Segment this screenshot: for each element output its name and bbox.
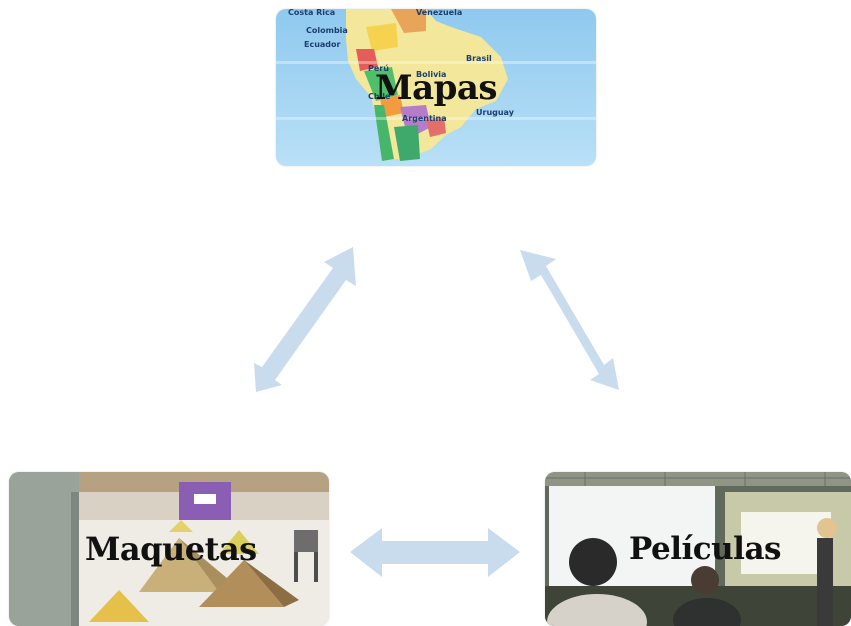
node-label-peliculas: Películas	[629, 531, 781, 567]
node-label-mapas: Mapas	[374, 67, 498, 108]
arrow-mapas-maquetas	[254, 247, 356, 392]
map-label-bolivia: Bolivia	[416, 70, 446, 79]
node-maquetas: Maquetas	[9, 472, 329, 626]
map-label-uruguay: Uruguay	[476, 108, 515, 117]
arrow-mapas-peliculas	[520, 250, 619, 390]
map-label-costa-rica: Costa Rica	[288, 9, 335, 17]
map-label-venezuela: Venezuela	[416, 9, 462, 17]
classroom-projection-image	[545, 472, 851, 626]
node-label-maquetas: Maquetas	[85, 530, 257, 568]
arrow-maquetas-peliculas	[350, 528, 520, 577]
pyramid-models-image	[9, 472, 329, 626]
node-peliculas: Películas	[545, 472, 851, 626]
map-label-brasil: Brasil	[466, 54, 492, 63]
south-america-map-image: Costa Rica Venezuela Colombia Ecuador Pe…	[276, 9, 596, 166]
map-label-chile: Chile	[368, 92, 391, 101]
map-label-argentina: Argentina	[402, 114, 447, 123]
map-label-peru: Perú	[368, 64, 389, 73]
map-label-ecuador: Ecuador	[304, 40, 341, 49]
map-label-colombia: Colombia	[306, 26, 348, 35]
node-mapas: Costa Rica Venezuela Colombia Ecuador Pe…	[276, 9, 596, 166]
